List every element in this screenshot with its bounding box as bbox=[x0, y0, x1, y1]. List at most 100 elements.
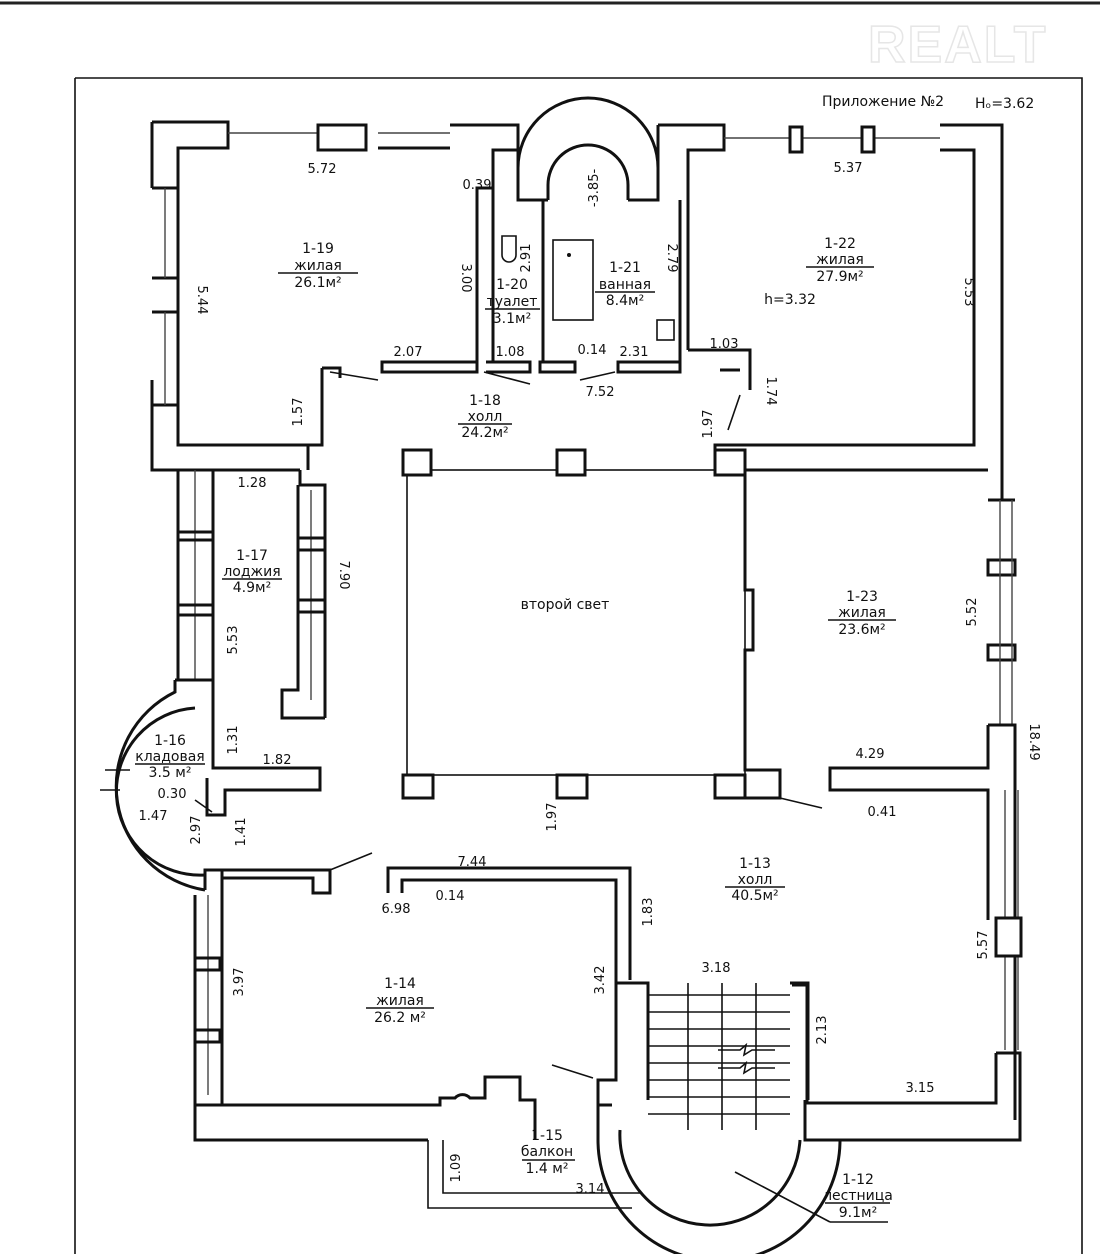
svg-text:1-21: 1-21 bbox=[609, 260, 641, 276]
room-label-1-17: 1-17 лоджия 4.9м² bbox=[222, 548, 282, 596]
stair-arc-outer bbox=[596, 1105, 842, 1254]
wall-r14-bottom bbox=[193, 895, 537, 1142]
svg-text:1.09: 1.09 bbox=[449, 1154, 464, 1183]
piers-loggia bbox=[178, 530, 327, 617]
svg-text:1.28: 1.28 bbox=[238, 476, 267, 491]
sheet-title: Приложение №2 bbox=[822, 94, 944, 110]
svg-text:1-20: 1-20 bbox=[496, 277, 528, 293]
wall-r23-left bbox=[743, 470, 782, 800]
column-void-tl bbox=[401, 448, 433, 477]
stair-arc-inner bbox=[618, 1129, 802, 1227]
svg-text:0.39: 0.39 bbox=[463, 178, 492, 193]
svg-text:3.18: 3.18 bbox=[702, 961, 731, 976]
svg-text:ванная: ванная bbox=[599, 277, 651, 293]
svg-text:2.31: 2.31 bbox=[620, 345, 649, 360]
svg-text:40.5м²: 40.5м² bbox=[731, 888, 778, 904]
svg-text:1.97: 1.97 bbox=[545, 803, 560, 832]
svg-text:2.91: 2.91 bbox=[519, 244, 534, 273]
svg-text:холл: холл bbox=[468, 409, 503, 425]
room-label-1-22: 1-22 жилая 27.9м² bbox=[806, 236, 874, 285]
svg-text:1-19: 1-19 bbox=[302, 241, 334, 257]
wall-r22-notch bbox=[688, 348, 752, 390]
svg-text:1.47: 1.47 bbox=[139, 809, 168, 824]
svg-text:2.97: 2.97 bbox=[189, 816, 204, 845]
wall-r13-bottom bbox=[792, 983, 1022, 1142]
svg-text:1-18: 1-18 bbox=[469, 393, 501, 409]
room-label-1-19: 1-19 жилая 26.1м² bbox=[278, 241, 358, 291]
svg-text:1.97: 1.97 bbox=[701, 410, 716, 439]
svg-text:5.57: 5.57 bbox=[976, 931, 991, 960]
wall-balcony bbox=[427, 1140, 640, 1209]
svg-text:1-23: 1-23 bbox=[846, 589, 878, 605]
svg-text:26.1м²: 26.1м² bbox=[294, 275, 341, 291]
svg-text:жилая: жилая bbox=[294, 258, 342, 274]
svg-text:3.14: 3.14 bbox=[576, 1182, 605, 1197]
dimension-labels: 5.72 5.44 0.39 3.00 2.07 1.57 2.91 1.08 … bbox=[139, 161, 1041, 1197]
svg-text:24.2м²: 24.2м² bbox=[461, 425, 508, 441]
wall-storage-outer bbox=[114, 678, 215, 892]
svg-text:холл: холл bbox=[738, 872, 773, 888]
wall-left-upper bbox=[150, 122, 300, 472]
door-swing-r20 bbox=[483, 371, 531, 385]
pier-top-r19 bbox=[316, 123, 368, 152]
sink-icon bbox=[656, 319, 675, 341]
column-void-bl bbox=[401, 773, 435, 800]
svg-text:2.79: 2.79 bbox=[664, 244, 679, 273]
room-label-1-13: 1-13 холл 40.5м² bbox=[725, 856, 785, 904]
svg-text:9.1м²: 9.1м² bbox=[839, 1205, 877, 1221]
svg-text:1-17: 1-17 bbox=[236, 548, 268, 564]
svg-text:1.41: 1.41 bbox=[234, 818, 249, 847]
svg-text:18.49: 18.49 bbox=[1026, 723, 1041, 760]
ceiling-height: Hₒ=3.62 bbox=[975, 96, 1034, 112]
svg-text:26.2 м²: 26.2 м² bbox=[374, 1010, 426, 1026]
wall-r22-outer bbox=[658, 123, 1004, 502]
room-height-note: h=3.32 bbox=[764, 292, 816, 308]
column-void-br bbox=[713, 773, 747, 800]
svg-text:1-22: 1-22 bbox=[824, 236, 856, 252]
room-label-1-12: 1-12 лестница 9.1м² bbox=[823, 1172, 893, 1221]
piers-r14 bbox=[195, 956, 222, 1044]
walls-wc-bath bbox=[491, 188, 682, 362]
svg-text:жилая: жилая bbox=[816, 252, 864, 268]
svg-text:4.9м²: 4.9м² bbox=[233, 580, 271, 596]
svg-text:5.37: 5.37 bbox=[834, 161, 863, 176]
column-void-bm bbox=[555, 773, 589, 800]
svg-text:1.4 м²: 1.4 м² bbox=[526, 1161, 569, 1177]
room-label-1-23: 1-23 жилая 23.6м² bbox=[828, 589, 896, 638]
bathtub-drain-icon bbox=[567, 253, 571, 257]
bay-arch-inner bbox=[546, 143, 630, 200]
room-label-1-15: 1-15 балкон 1.4 м² bbox=[521, 1128, 575, 1177]
door-swing-r23 bbox=[779, 797, 823, 809]
walls-hall-top bbox=[380, 360, 682, 374]
bay-arch-sides bbox=[516, 125, 660, 202]
room-label-1-21: 1-21 ванная 8.4м² bbox=[595, 260, 655, 309]
door-swing-r19 bbox=[329, 371, 379, 381]
room-label-1-20: 1-20 туалет 3.1м² bbox=[485, 277, 540, 327]
wall-storage-right bbox=[205, 755, 322, 817]
leader-stair bbox=[734, 1171, 831, 1223]
wall-r18-left bbox=[306, 366, 342, 470]
svg-text:5.53: 5.53 bbox=[961, 278, 976, 307]
svg-text:4.29: 4.29 bbox=[856, 747, 885, 762]
svg-text:5.53: 5.53 bbox=[226, 626, 241, 655]
void-label: второй свет bbox=[521, 597, 610, 613]
window-storage bbox=[100, 769, 130, 791]
svg-text:5.72: 5.72 bbox=[308, 162, 337, 177]
bathtub-icon bbox=[552, 239, 594, 321]
void-outline bbox=[406, 469, 746, 776]
pier-top-r22-a bbox=[788, 125, 804, 154]
svg-text:1-13: 1-13 bbox=[739, 856, 771, 872]
svg-text:1.08: 1.08 bbox=[496, 345, 525, 360]
svg-text:кладовая: кладовая bbox=[135, 749, 204, 765]
stair-steps bbox=[648, 983, 790, 1130]
window-right-r23 bbox=[999, 500, 1013, 725]
svg-text:3.5 м²: 3.5 м² bbox=[149, 765, 192, 781]
bay-arch-outer bbox=[516, 96, 660, 169]
pier-right-r13 bbox=[994, 916, 1023, 958]
svg-text:0.30: 0.30 bbox=[158, 787, 187, 802]
svg-text:27.9м²: 27.9м² bbox=[816, 269, 863, 285]
svg-text:7.90: 7.90 bbox=[336, 561, 351, 590]
svg-text:1-12: 1-12 bbox=[842, 1172, 874, 1188]
svg-text:23.6м²: 23.6м² bbox=[838, 622, 885, 638]
